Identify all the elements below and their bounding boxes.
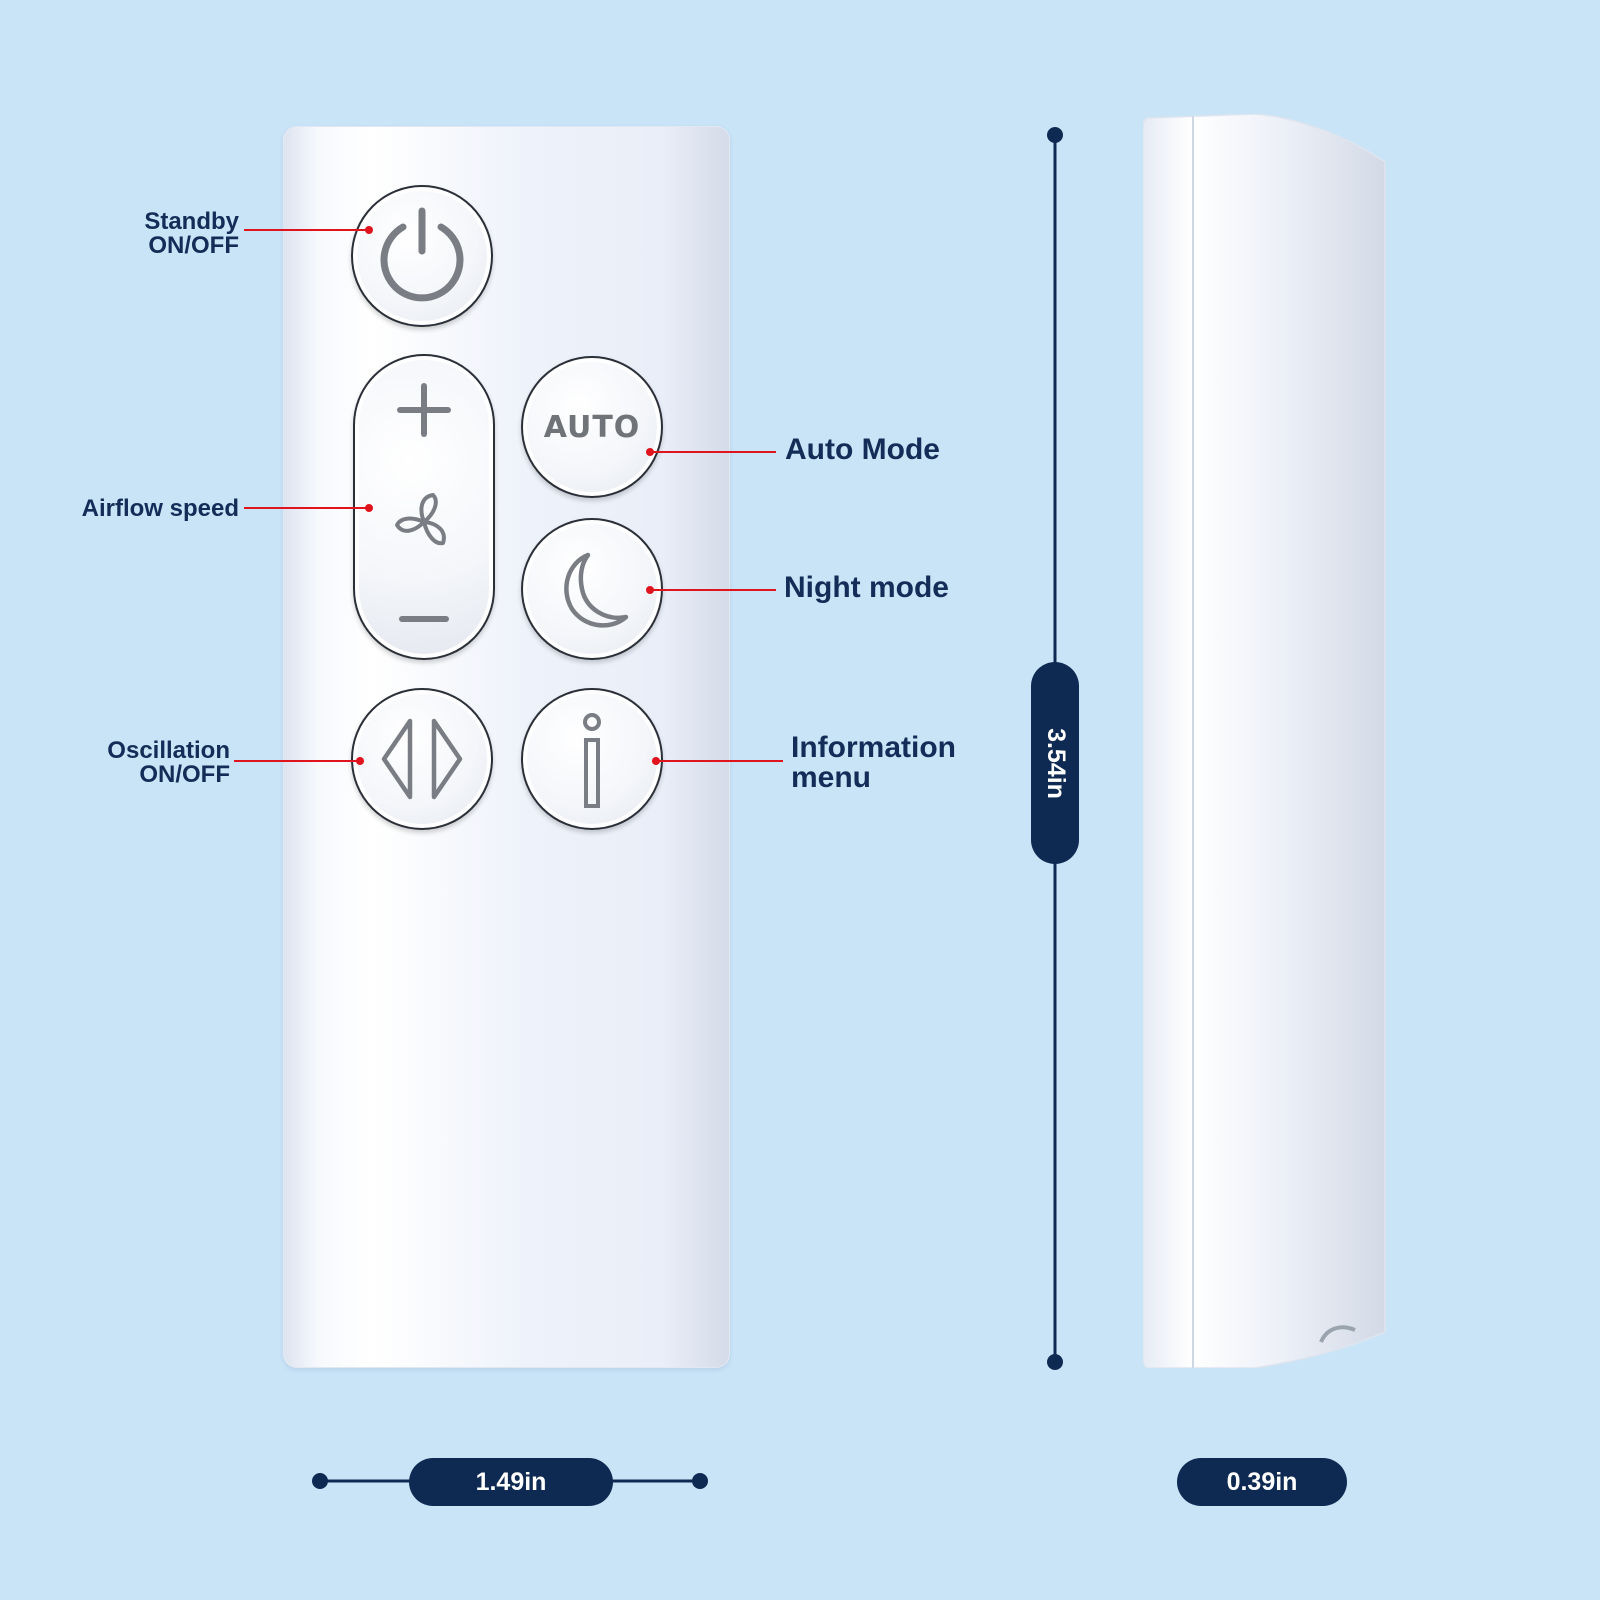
standby-button[interactable] — [351, 185, 493, 327]
power-icon — [380, 207, 464, 302]
width-dimension-badge: 1.49in — [409, 1458, 613, 1506]
standby-callout-dot — [365, 226, 373, 234]
information-menu-label: Information menu — [791, 731, 956, 794]
oscillation-label: Oscillation ON/OFF — [107, 737, 230, 788]
crescent-moon-icon — [564, 552, 629, 628]
oscillation-callout-dot — [356, 757, 364, 765]
airflow-callout-dot — [365, 504, 373, 512]
information-button[interactable] — [521, 688, 663, 830]
standby-label: Standby ON/OFF — [144, 208, 239, 259]
oscillation-arrows-icon — [381, 718, 463, 800]
auto-button-label: AUTO — [543, 409, 641, 445]
fan-icon — [395, 493, 446, 546]
height-dimension-badge: 3.54in — [1031, 662, 1079, 864]
plus-icon[interactable] — [394, 380, 454, 440]
depth-dimension-badge: 0.39in — [1177, 1458, 1347, 1506]
remote-side-view — [1143, 114, 1386, 1368]
airflow-label: Airflow speed — [81, 495, 239, 522]
auto-button[interactable]: AUTO — [521, 356, 663, 498]
auto-callout-dot — [646, 448, 654, 456]
minus-icon[interactable] — [394, 604, 454, 634]
night-mode-label: Night mode — [784, 571, 949, 604]
night-mode-button[interactable] — [521, 518, 663, 660]
info-callout-dot — [652, 757, 660, 765]
night-callout-dot — [646, 586, 654, 594]
oscillation-button[interactable] — [351, 688, 493, 830]
info-icon — [583, 713, 601, 808]
auto-mode-label: Auto Mode — [785, 433, 940, 466]
